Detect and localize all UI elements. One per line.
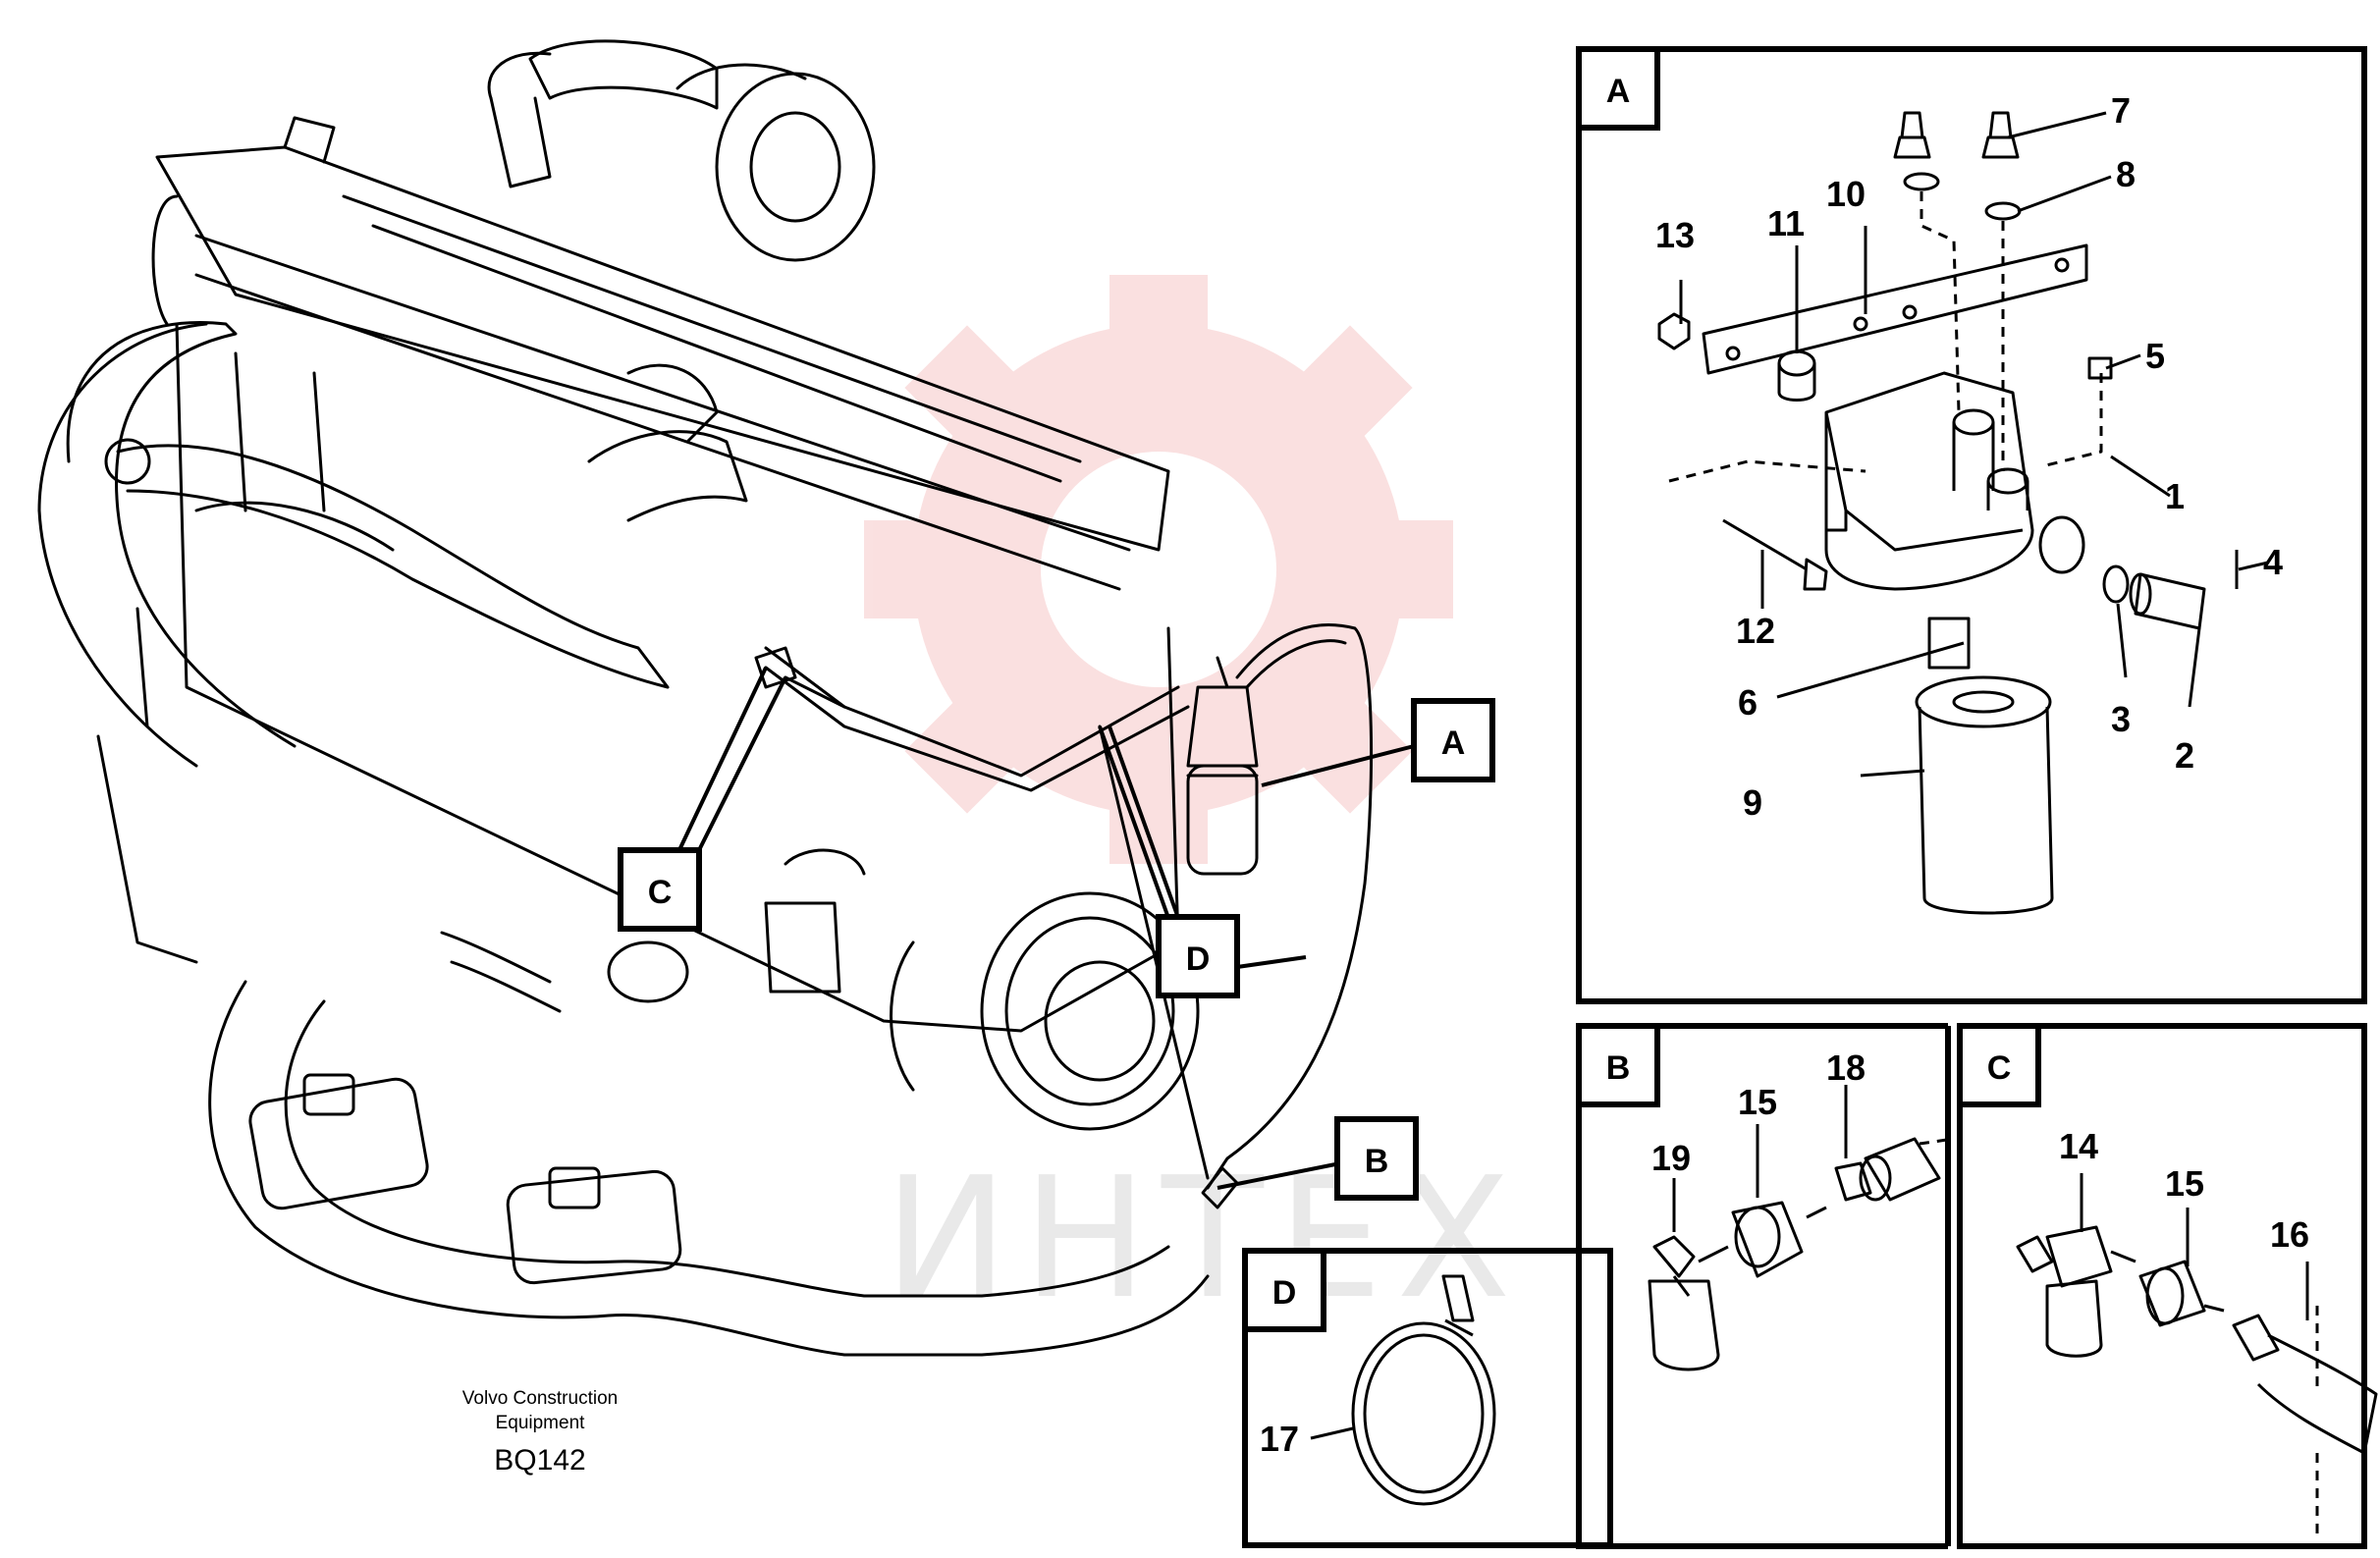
part-number-9: 9 — [1743, 782, 1762, 823]
panel-b-leaders — [1672, 1085, 1848, 1232]
part-number-2: 2 — [2175, 735, 2194, 776]
part-number-3: 3 — [2111, 699, 2131, 739]
part-number-15-c: 15 — [2165, 1163, 2204, 1204]
panel-d-drawing — [1351, 1274, 1496, 1506]
caption-line2: Equipment — [496, 1413, 586, 1433]
panel-d-leaders — [1310, 1426, 1354, 1440]
watermark-text: ИНТЕХ — [884, 1142, 1525, 1336]
panel-c-drawing — [2016, 1225, 2378, 1541]
panel-a-leaders — [1679, 111, 2269, 778]
detail-panel-b: B 19 15 18 — [1576, 1023, 1955, 1549]
caption-line1: Volvo Construction — [462, 1388, 618, 1409]
callout-a-label: A — [1441, 725, 1466, 762]
caption-code: BQ142 — [494, 1444, 585, 1477]
part-number-6: 6 — [1738, 682, 1758, 723]
callout-d: D — [1156, 914, 1240, 998]
part-number-8: 8 — [2116, 154, 2136, 194]
callout-leaders — [676, 667, 1415, 1190]
panel-b-drawing — [1648, 1137, 1955, 1371]
part-number-11: 11 — [1767, 203, 1805, 243]
part-number-15: 15 — [1738, 1082, 1777, 1122]
detail-panel-d: D 17 — [1242, 1248, 1613, 1548]
detail-panel-c: C 14 15 16 — [1957, 1023, 2378, 1549]
callout-a: A — [1411, 698, 1495, 782]
part-number-17: 17 — [1260, 1419, 1299, 1459]
part-number-4: 4 — [2263, 542, 2283, 582]
panel-c-letter: C — [1987, 1049, 2012, 1087]
callout-c: C — [618, 847, 702, 932]
part-number-10: 10 — [1826, 174, 1866, 214]
part-number-14: 14 — [2059, 1126, 2098, 1166]
part-number-16: 16 — [2270, 1214, 2309, 1255]
detail-panel-a: A — [1576, 46, 2367, 1004]
part-number-5: 5 — [2145, 336, 2165, 376]
callout-c-label: C — [648, 874, 673, 911]
panel-a-letter: A — [1606, 73, 1631, 110]
callout-b-label: B — [1365, 1143, 1389, 1180]
part-number-13: 13 — [1655, 215, 1695, 255]
callout-b: B — [1334, 1116, 1419, 1201]
engine-illustration — [37, 39, 1374, 1357]
callout-d-label: D — [1186, 940, 1211, 978]
panel-d-letter: D — [1272, 1274, 1297, 1312]
part-number-12: 12 — [1736, 611, 1775, 651]
panel-a-drawing — [1657, 111, 2239, 915]
part-number-1: 1 — [2165, 476, 2185, 516]
part-number-18: 18 — [1826, 1048, 1866, 1088]
part-number-7: 7 — [2111, 90, 2131, 131]
watermark-gear-logo — [864, 275, 1453, 864]
panel-c-leaders — [2080, 1173, 2309, 1320]
part-number-19: 19 — [1651, 1138, 1691, 1178]
panel-b-letter: B — [1606, 1049, 1631, 1087]
